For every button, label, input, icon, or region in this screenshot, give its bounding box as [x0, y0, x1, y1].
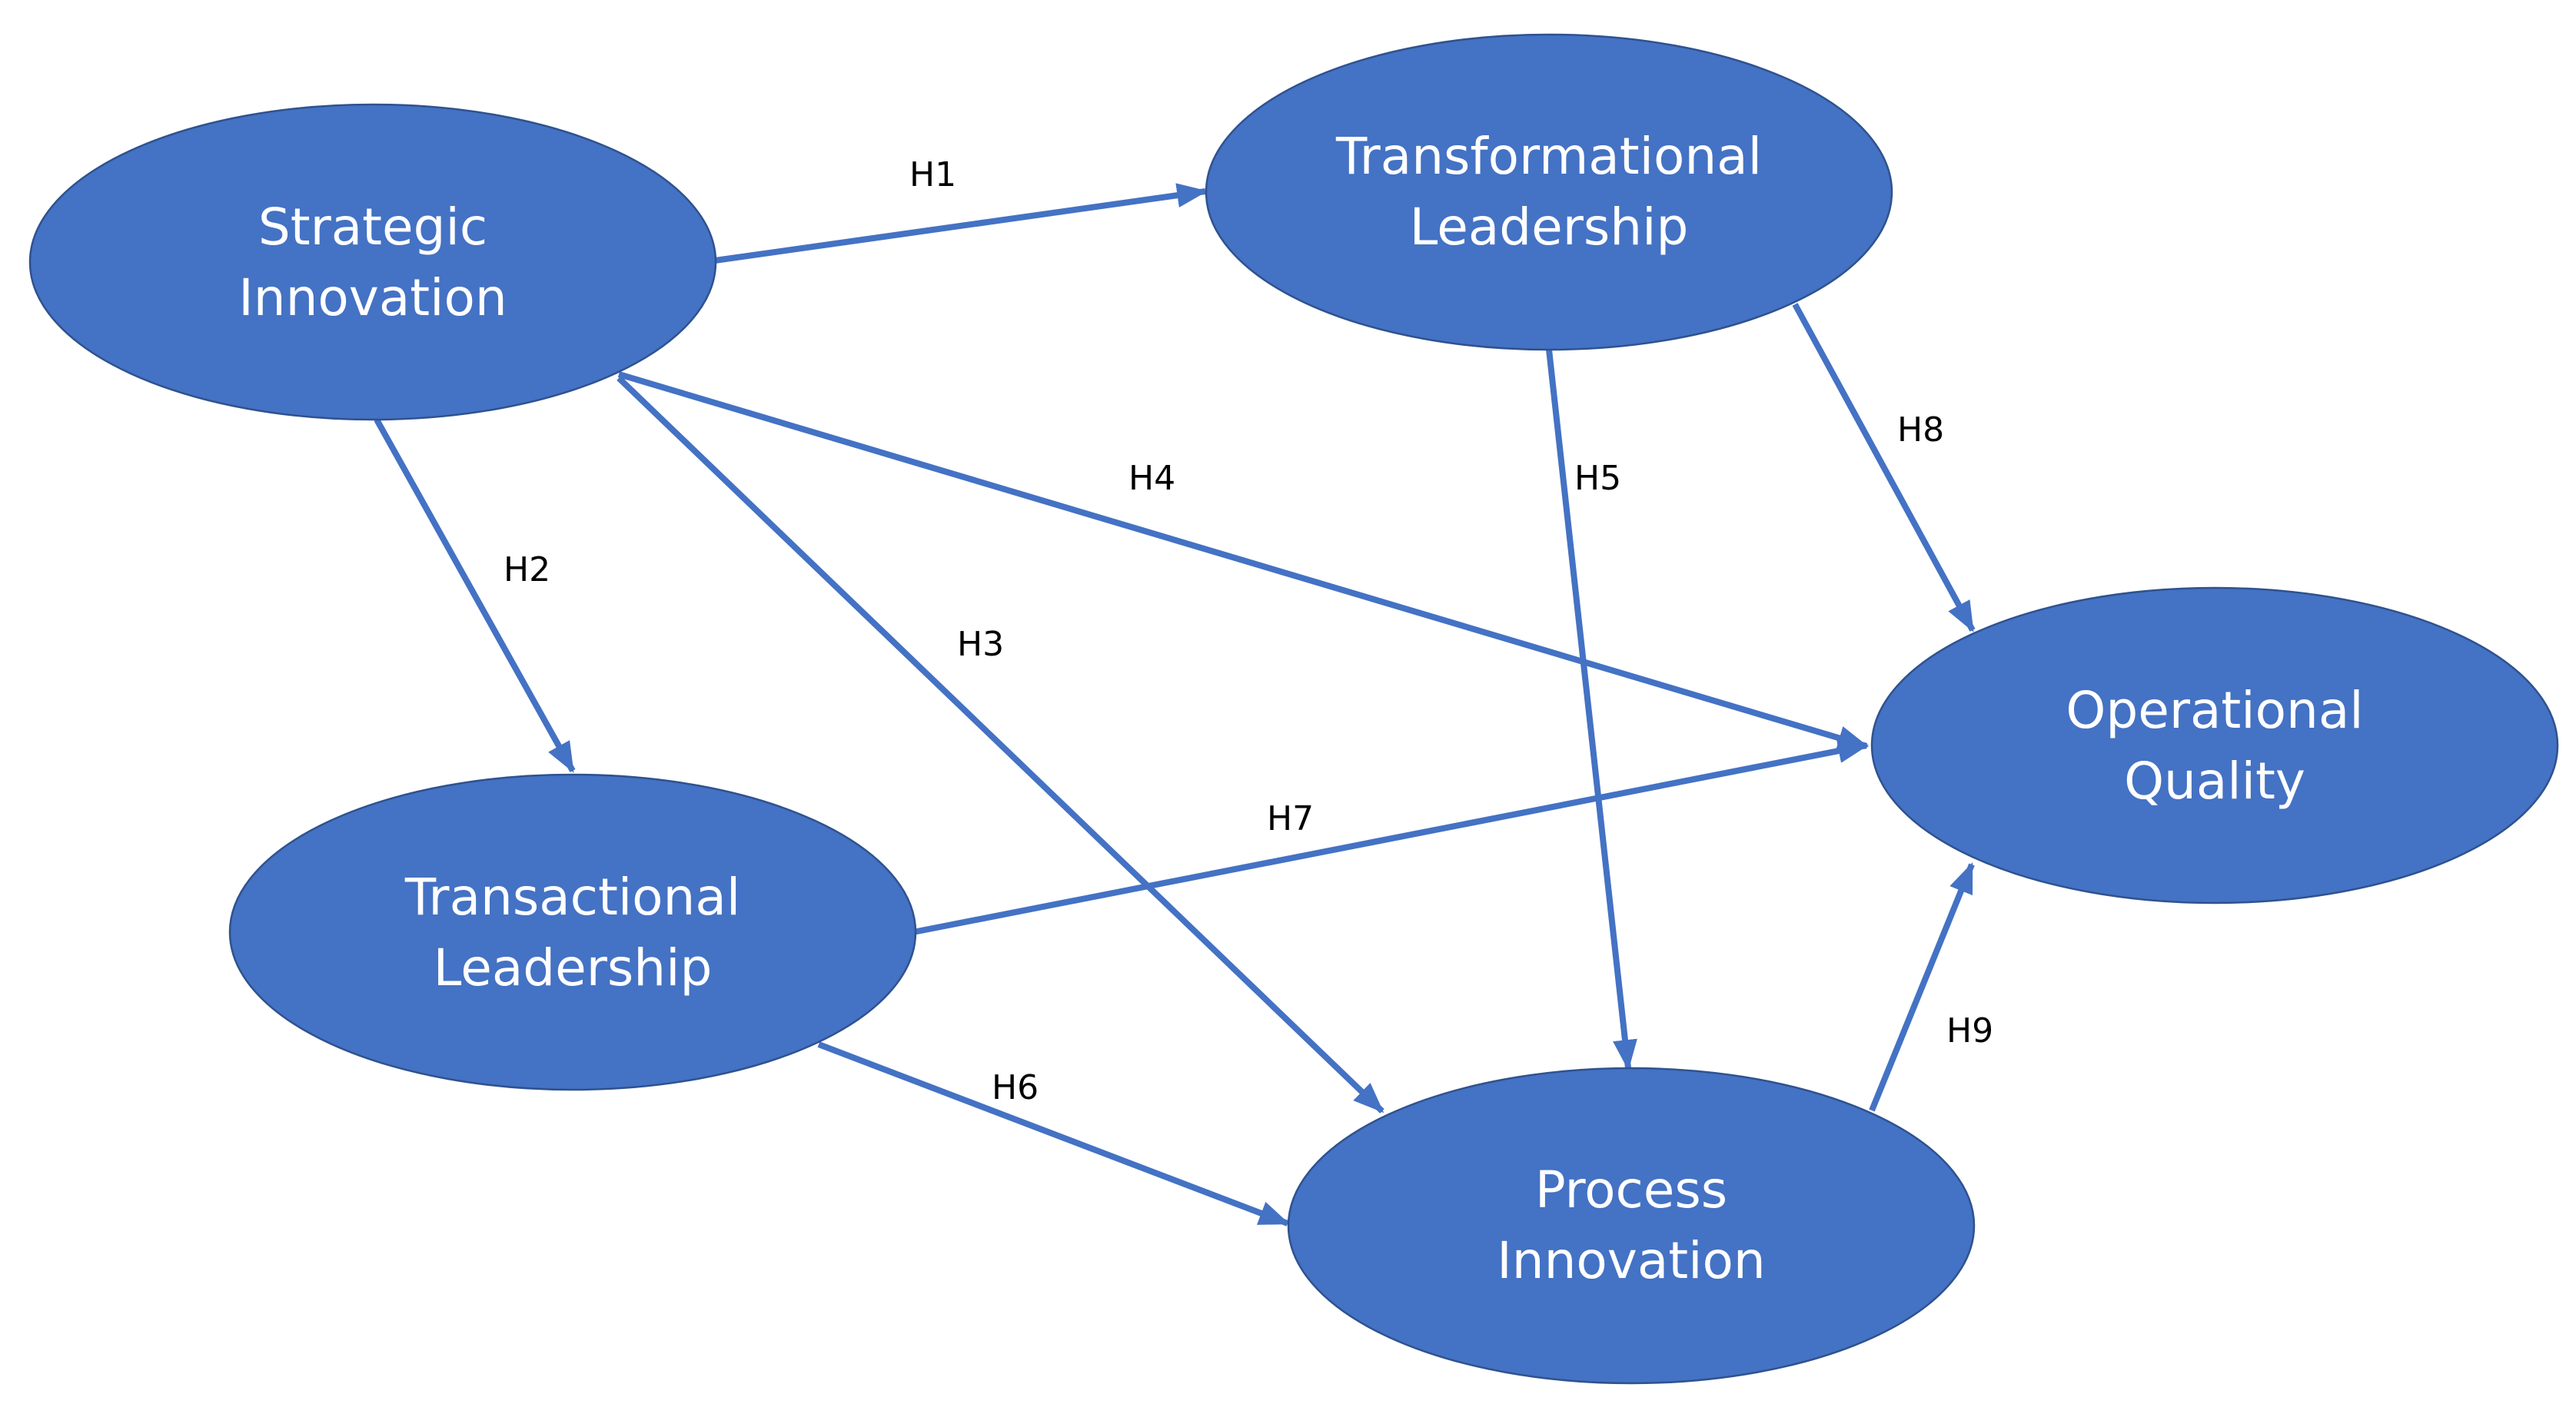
node-operational-quality-label-line1: Operational [2066, 681, 2363, 740]
edges [374, 183, 1976, 1226]
edge-h6-arrow [817, 1041, 1290, 1226]
edge-h4-arrow [617, 371, 1870, 750]
node-transformational-leadership-label-line1: Transformational [1335, 127, 1762, 186]
node-operational-quality-label-line2: Quality [2124, 752, 2305, 811]
edge-h1-label: H1 [909, 155, 956, 194]
edge-h5-arrow [1546, 349, 1637, 1071]
edge-h7-arrow [912, 739, 1870, 935]
edge-h1-arrow [714, 183, 1208, 264]
node-operational-quality: Operational Quality [1870, 586, 2559, 904]
node-transactional-leadership-label-line2: Leadership [434, 938, 713, 997]
edge-h9-arrow [1869, 862, 1975, 1112]
edge-h7-label: H7 [1267, 799, 1314, 838]
node-strategic-innovation-label-line1: Strategic [258, 197, 487, 257]
edge-h2-label: H2 [504, 550, 550, 589]
node-process-innovation-label-line2: Innovation [1497, 1231, 1765, 1290]
node-strategic-innovation-label-line2: Innovation [238, 268, 507, 327]
node-transformational-leadership-ellipse [1205, 33, 1893, 351]
edge-h4-label: H4 [1128, 459, 1175, 498]
node-strategic-innovation: Strategic Innovation [28, 103, 717, 421]
edge-h5-label: H5 [1574, 459, 1621, 498]
node-operational-quality-ellipse [1870, 586, 2559, 904]
node-transformational-leadership-label-line2: Leadership [1410, 197, 1689, 257]
edge-h8-arrow [1792, 303, 1976, 632]
node-transactional-leadership-label-line1: Transactional [404, 868, 740, 927]
edge-h9-label: H9 [1946, 1011, 1993, 1051]
node-process-innovation-ellipse [1287, 1067, 1976, 1385]
node-transactional-leadership: Transactional Leadership [228, 773, 917, 1091]
edge-labels: H1 H2 H3 H4 H5 H6 H7 H8 H9 [504, 155, 1993, 1107]
edge-h3-label: H3 [957, 625, 1004, 664]
edge-h2-arrow [374, 418, 576, 773]
edge-h6-label: H6 [992, 1068, 1039, 1107]
edge-h3-arrow [617, 376, 1384, 1114]
node-transactional-leadership-ellipse [228, 773, 917, 1091]
node-process-innovation-label-line1: Process [1535, 1160, 1727, 1220]
node-transformational-leadership: Transformational Leadership [1205, 33, 1893, 351]
node-strategic-innovation-ellipse [28, 103, 717, 421]
edge-h8-label: H8 [1897, 410, 1944, 450]
node-process-innovation: Process Innovation [1287, 1067, 1976, 1385]
